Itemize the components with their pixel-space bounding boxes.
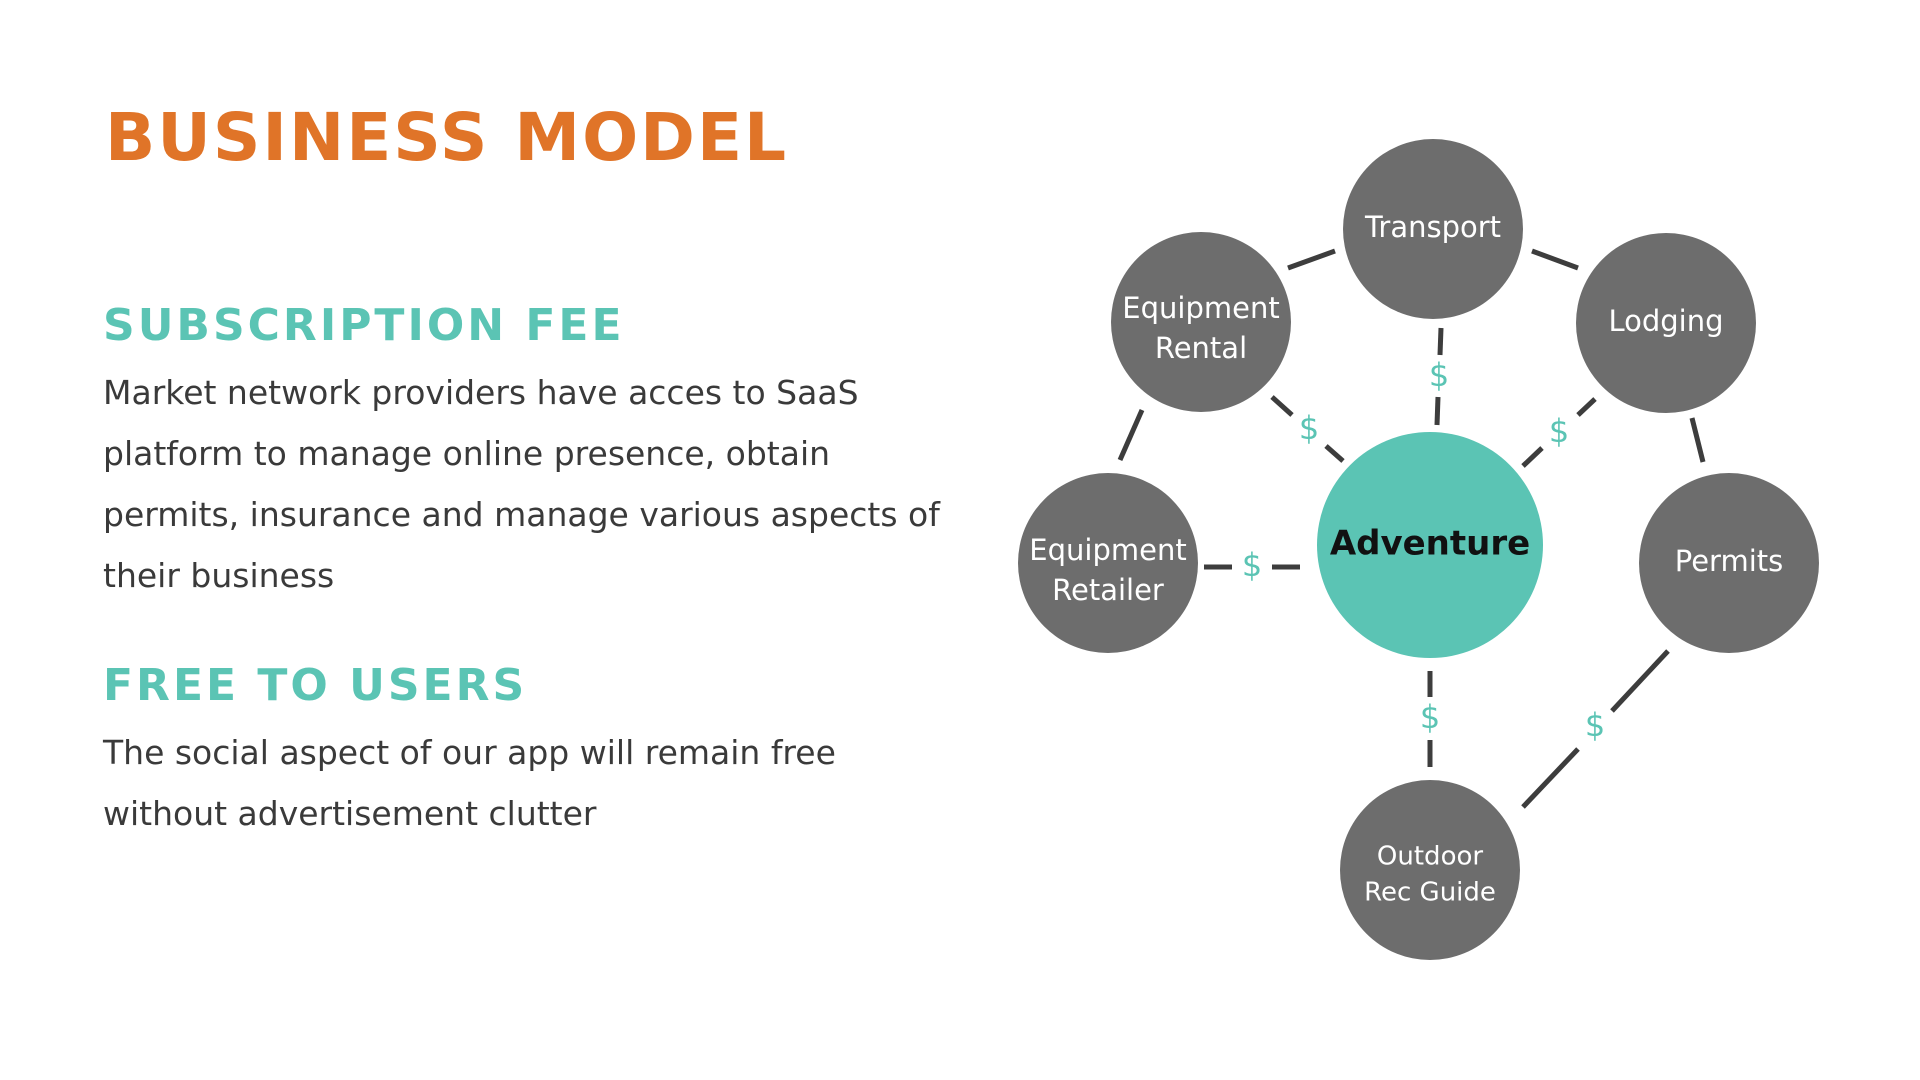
node-equipment-rental-label-line1: Equipment [1122, 291, 1279, 325]
edge-lodging-center-b [1521, 446, 1544, 468]
node-equipment-rental: Equipment Rental [1111, 232, 1291, 412]
dollar-retailer-center: $ [1242, 546, 1262, 584]
node-equipment-rental-label-line2: Rental [1155, 331, 1247, 365]
node-outdoor-rec-guide-label-line2: Rec Guide [1364, 878, 1496, 908]
node-equipment-retailer: Equipment Retailer [1018, 473, 1198, 653]
edge-permits-guide-a [1610, 649, 1670, 713]
dollar-markers: $ $ $ $ $ $ [1242, 356, 1605, 744]
node-permits-circle [1639, 473, 1819, 653]
free-to-users-text: The social aspect of our app will remain… [103, 733, 836, 833]
edge-lodging-center-a [1576, 397, 1597, 417]
node-equipment-retailer-label-line2: Retailer [1052, 573, 1164, 607]
node-adventure-label: Adventure [1330, 524, 1530, 564]
node-outdoor-rec-guide: Outdoor Rec Guide [1340, 780, 1520, 960]
edge-rental-center-a [1270, 395, 1294, 417]
diagram-edges [1117, 248, 1706, 809]
dollar-rental-center: $ [1299, 409, 1319, 447]
subscription-fee-text: Market network providers have acces to S… [103, 373, 940, 595]
node-equipment-retailer-circle [1018, 473, 1198, 653]
edge-permits-guide-b [1521, 747, 1580, 809]
edge-transport-lodging [1531, 248, 1579, 271]
subscription-fee-heading: SUBSCRIPTION FEE [103, 300, 625, 351]
node-equipment-rental-circle [1111, 232, 1291, 412]
node-permits: Permits [1639, 473, 1819, 653]
dollar-lodging-center: $ [1549, 412, 1569, 450]
edge-rental-transport [1287, 248, 1336, 271]
dollar-permits-guide: $ [1585, 706, 1605, 744]
edge-rental-retailer [1117, 408, 1145, 462]
node-transport: Transport [1343, 139, 1523, 319]
edge-transport-center-a [1437, 327, 1444, 356]
node-lodging-circle [1576, 233, 1756, 413]
node-outdoor-rec-guide-circle [1340, 780, 1520, 960]
node-equipment-retailer-label-line1: Equipment [1029, 533, 1186, 567]
node-transport-circle [1343, 139, 1523, 319]
page-title: BUSINESS MODEL [105, 99, 789, 176]
edge-transport-center-b [1434, 396, 1441, 426]
edge-lodging-permits [1689, 417, 1706, 463]
dollar-center-guide: $ [1420, 698, 1440, 736]
node-adventure: Adventure [1317, 432, 1543, 658]
node-lodging: Lodging [1576, 233, 1756, 413]
node-adventure-circle [1317, 432, 1543, 658]
node-permits-label: Permits [1675, 544, 1784, 578]
dollar-transport-center: $ [1429, 356, 1449, 394]
node-outdoor-rec-guide-label-line1: Outdoor [1377, 842, 1483, 872]
node-transport-label: Transport [1364, 210, 1501, 244]
edge-rental-center-b [1324, 444, 1345, 463]
node-lodging-label: Lodging [1608, 304, 1723, 338]
free-to-users-heading: FREE TO USERS [103, 660, 528, 711]
